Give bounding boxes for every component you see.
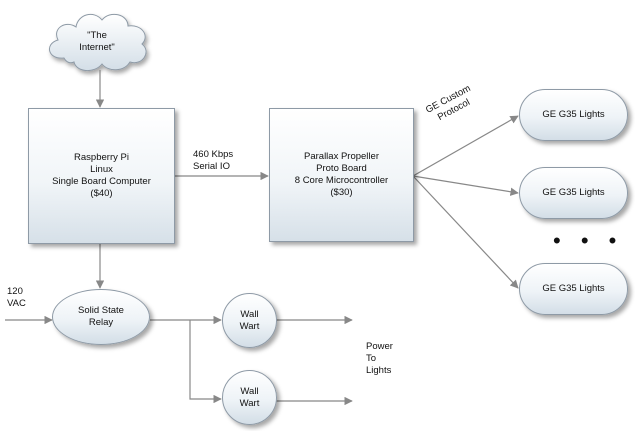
wall-wart-2-label: Wall Wart [239, 385, 260, 409]
solid-state-relay-node: Solid State Relay [52, 289, 150, 345]
propeller-node: Parallax Propeller Proto Board 8 Core Mi… [269, 108, 414, 242]
arrow-propeller-to-lights-1 [412, 115, 519, 177]
power-to-lights-label: Power To Lights [366, 341, 393, 376]
ge-lights-3-node: GE G35 Lights [519, 263, 628, 315]
ge-lights-2-node: GE G35 Lights [519, 167, 628, 219]
serial-io-label: 460 Kbps Serial IO [193, 149, 234, 172]
more-lights-ellipsis: • • • [553, 228, 624, 253]
arrow-relay-to-wart-2 [189, 320, 222, 404]
wall-wart-2-node: Wall Wart [222, 370, 277, 425]
raspberry-pi-node: Raspberry Pi Linux Single Board Computer… [28, 108, 175, 244]
ge-lights-3-label: GE G35 Lights [542, 283, 605, 294]
wall-wart-1-label: Wall Wart [239, 308, 260, 332]
propeller-label: Parallax Propeller Proto Board 8 Core Mi… [294, 151, 389, 198]
raspberry-pi-label: Raspberry Pi Linux Single Board Computer… [52, 152, 151, 199]
ge-lights-1-node: GE G35 Lights [519, 89, 628, 141]
arrow-propeller-to-lights-2 [412, 175, 519, 196]
vac-label: 120 VAC [7, 286, 26, 309]
ge-lights-1-label: GE G35 Lights [542, 109, 605, 120]
wall-wart-1-node: Wall Wart [222, 293, 277, 348]
arrow-propeller-to-lights-3 [412, 175, 519, 289]
cloud-shape [49, 13, 147, 71]
internet-cloud-label: "The Internet" [79, 30, 115, 53]
ssr-label: Solid State Relay [78, 305, 124, 328]
ge-lights-2-label: GE G35 Lights [542, 187, 605, 198]
